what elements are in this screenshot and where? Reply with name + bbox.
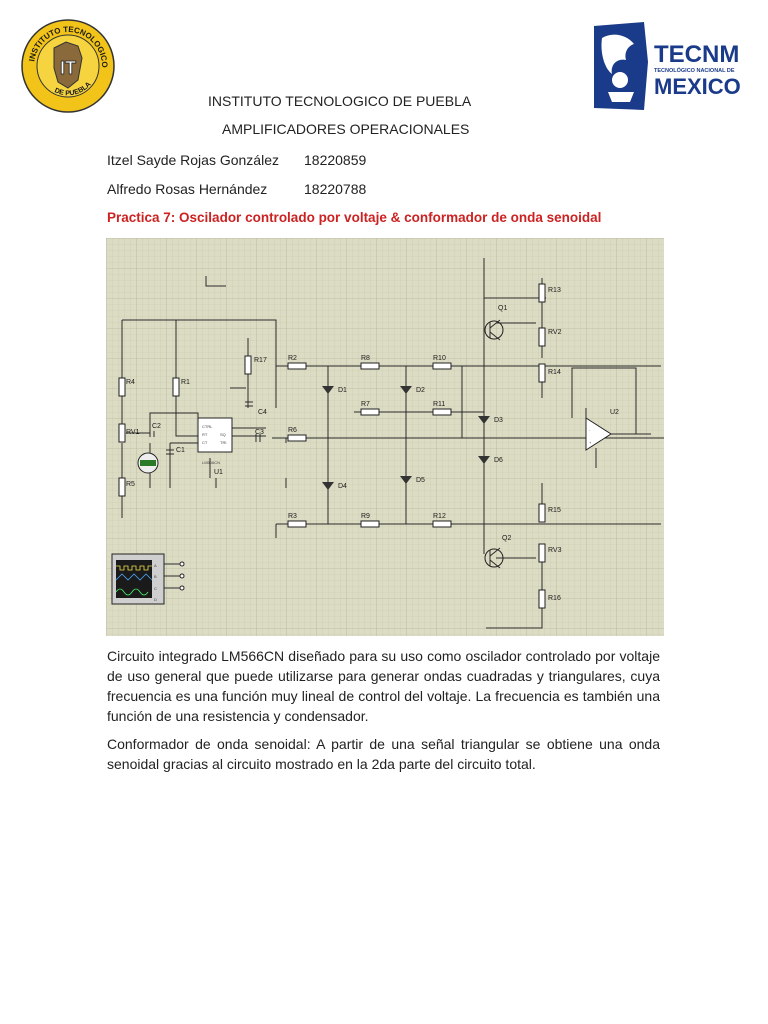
- label-r9: R9: [361, 513, 370, 520]
- tecnm-logo: TECNM TECNOLÓGICO NACIONAL DE MEXICO: [590, 18, 745, 114]
- label-r5: R5: [126, 481, 135, 488]
- logo-mark: IT: [60, 58, 76, 78]
- tecnm-subtitle: TECNOLÓGICO NACIONAL DE: [654, 66, 735, 74]
- label-d3: D3: [494, 417, 503, 424]
- label-u2: U2: [610, 409, 619, 416]
- label-r7: R7: [361, 401, 370, 408]
- label-q1: Q1: [498, 305, 507, 312]
- institution-name: INSTITUTO TECNOLOGICO DE PUEBLA: [208, 93, 472, 109]
- svg-text:RT: RT: [202, 432, 208, 437]
- label-c4: C4: [258, 409, 267, 416]
- student-2-name: Alfredo Rosas Hernández: [107, 181, 268, 197]
- label-r2: R2: [288, 355, 297, 362]
- label-r10: R10: [433, 355, 446, 362]
- course-name: AMPLIFICADORES OPERACIONALES: [222, 121, 470, 137]
- svg-text:CT: CT: [202, 440, 208, 445]
- label-d6: D6: [494, 457, 503, 464]
- label-c3: C3: [255, 429, 264, 436]
- itp-logo: INSTITUTO TECNOLOGICO DE PUEBLA IT: [20, 18, 116, 114]
- label-d5: D5: [416, 477, 425, 484]
- tecnm-country: MEXICO: [654, 74, 741, 99]
- student-1-name: Itzel Sayde Rojas González: [107, 152, 279, 168]
- label-scope-c: C: [154, 586, 157, 591]
- label-rv3: RV3: [548, 547, 562, 554]
- label-d4: D4: [338, 483, 347, 490]
- student-2-id: 18220788: [304, 181, 367, 197]
- label-r4: R4: [126, 379, 135, 386]
- label-r13: R13: [548, 287, 561, 294]
- paragraph-vco: Circuito integrado LM566CN diseñado para…: [107, 648, 660, 724]
- tecnm-brand: TECNM: [654, 41, 739, 68]
- label-r1: R1: [181, 379, 190, 386]
- label-scope-d: D: [154, 597, 157, 602]
- paragraph-sine-shaper: Conformador de onda senoidal: A partir d…: [107, 736, 660, 772]
- label-c2: C2: [152, 423, 161, 430]
- label-r12: R12: [433, 513, 446, 520]
- label-c1: C1: [176, 447, 185, 454]
- svg-text:TRI: TRI: [220, 440, 226, 445]
- label-r16: R16: [548, 595, 561, 602]
- svg-text:-: -: [589, 427, 591, 432]
- svg-text:CTRL: CTRL: [202, 424, 213, 429]
- label-r11: R11: [433, 401, 445, 408]
- label-u1: U1: [214, 469, 223, 476]
- label-r8: R8: [361, 355, 370, 362]
- label-r3: R3: [288, 513, 297, 520]
- label-r15: R15: [548, 507, 561, 514]
- label-r14: R14: [548, 369, 561, 376]
- label-u1-part: LM566CN: [202, 460, 220, 465]
- label-r6: R6: [288, 427, 297, 434]
- circuit-schematic: CTRL RT CT SQ TRI - + RV1 R4 R1 R5 C2 C1: [106, 238, 666, 636]
- student-1-id: 18220859: [304, 152, 367, 168]
- label-d1: D1: [338, 387, 347, 394]
- svg-text:+: +: [589, 440, 592, 445]
- practice-title: Practica 7: Oscilador controlado por vol…: [107, 210, 602, 225]
- label-d2: D2: [416, 387, 425, 394]
- label-scope-a: A: [154, 563, 157, 568]
- label-rv2: RV2: [548, 329, 562, 336]
- label-r17: R17: [254, 357, 267, 364]
- label-rv1: RV1: [126, 429, 140, 436]
- svg-text:SQ: SQ: [220, 432, 226, 437]
- label-q2: Q2: [502, 535, 511, 542]
- label-scope-b: B: [154, 574, 157, 579]
